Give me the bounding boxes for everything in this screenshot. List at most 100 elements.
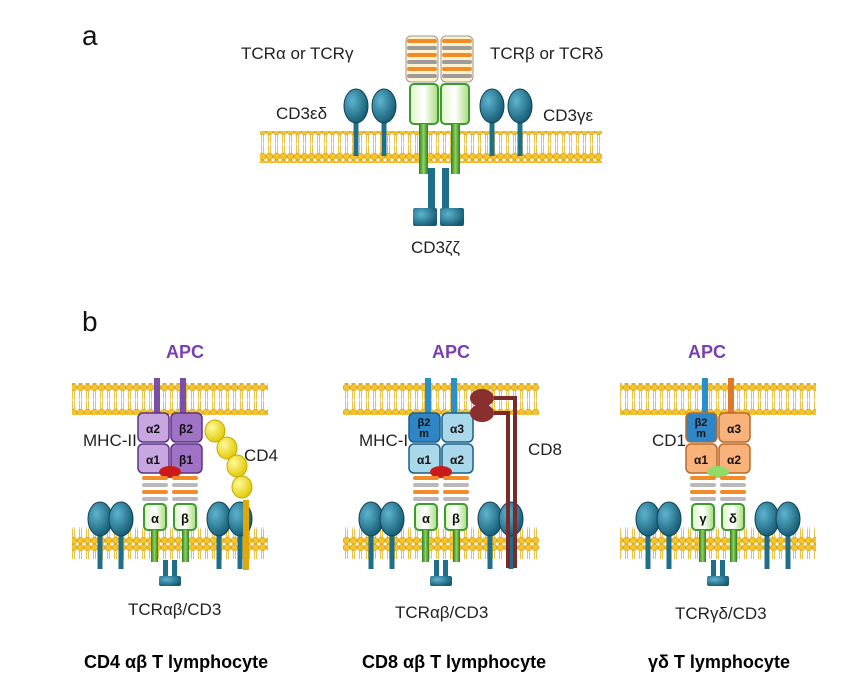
- tcr-variable-right-stripe: [442, 67, 472, 71]
- mhc-domain-cd4: [170, 412, 203, 443]
- cd3-oval-cd8: [498, 501, 524, 537]
- mhc-domain-cd4: [170, 443, 203, 474]
- cd3-oval-gd: [635, 501, 661, 537]
- tcr-chain-label-cd8: β: [452, 511, 460, 526]
- apc-membrane-cd4: [72, 383, 268, 415]
- cd3-zeta-tail-cd4: [159, 576, 181, 586]
- panel-a-letter: a: [82, 20, 98, 51]
- cd8-chain-b: [494, 411, 510, 568]
- mhc-domain-cd8: [441, 412, 474, 443]
- tcr-cd3-label-gd: TCRγδ/CD3: [675, 604, 767, 623]
- tcr-variable-left-cd4-stripe: [142, 497, 168, 501]
- tcr-tm-right-cd8: [453, 530, 460, 562]
- tcr-variable-left-stripe: [407, 67, 437, 71]
- cd3-oval-cd4-stalk: [237, 531, 243, 569]
- mhc-domain-label-cd4: α1: [146, 453, 160, 467]
- cd3-oval-cd8-stalk: [368, 531, 374, 569]
- tcr-variable-left-gd: [690, 476, 716, 501]
- tcr-variable-right-stripe: [442, 39, 472, 43]
- tcr-variable-left-gd-stripe: [690, 476, 716, 480]
- mhc-domain-label-gd: α3: [727, 422, 741, 436]
- cd4-stalk: [243, 500, 249, 570]
- tcr-variable-right-cd4: [172, 476, 198, 501]
- tcr-cd3-label-cd4: TCRαβ/CD3: [128, 600, 222, 619]
- cd3-epsilon-delta-label: CD3εδ: [276, 104, 328, 123]
- cd3-gamma-oval: [479, 88, 505, 124]
- cd3-gamma-oval-stalk: [489, 118, 495, 156]
- apc-membrane-gd: [620, 383, 816, 415]
- cd4-domain-bead: [231, 475, 253, 499]
- cd4-label: CD4: [244, 446, 279, 465]
- cd3-epsilon2-oval-stalk: [517, 118, 523, 156]
- cd3-zeta-stalk-cd4: [172, 560, 177, 582]
- cd3-oval-cd4-stalk: [118, 531, 124, 569]
- cd8-chain-a: [494, 396, 517, 568]
- mhc-anchor-right-cd4: [180, 378, 186, 414]
- mhc-domain-label-gd: β2: [695, 417, 708, 429]
- tcr-variable-right-stripe: [442, 53, 472, 57]
- tcr-variable-left-cd8-stripe: [413, 497, 439, 501]
- cd3-epsilon-oval: [343, 88, 369, 124]
- cd3-oval-cd8-stalk: [389, 531, 395, 569]
- tcr-constant-right: [440, 83, 470, 125]
- cd3-oval-gd-stalk: [645, 531, 651, 569]
- tcr-variable-right-stripe: [442, 74, 472, 78]
- cd3-zeta-zeta-label: CD3ζζ: [411, 238, 460, 257]
- mhc-domain-cd4: [137, 443, 170, 474]
- antigen-cd4: [159, 466, 181, 478]
- tcr-tm-right: [451, 124, 460, 174]
- cd3-zeta-tail-gd: [707, 576, 729, 586]
- mhc-domain-cd8: [408, 443, 441, 474]
- mhc-anchor-right-gd: [728, 378, 734, 414]
- cd3-zeta-stalk-cd8: [434, 560, 439, 582]
- cd8-head-top: [470, 389, 494, 407]
- mhc-anchor-left-cd8: [425, 378, 431, 414]
- tcr-variable-right-cd8: [443, 476, 469, 501]
- tcr-variable-left-stripe: [407, 60, 437, 64]
- cd1-label: CD1: [652, 431, 687, 450]
- tcr-tm-left-gd: [699, 530, 706, 562]
- cd8-label: CD8: [528, 440, 563, 459]
- tcr-variable-left-stripe: [407, 53, 437, 57]
- cd3-zeta-stalk-gd: [711, 560, 716, 582]
- tcr-variable-right-cd4-stripe: [172, 490, 198, 494]
- cd3-zeta-right-tail: [440, 208, 464, 226]
- cd3-oval-cd8-stalk: [508, 531, 514, 569]
- mhc-domain-cd8: [441, 443, 474, 474]
- cd3-oval-cd4: [108, 501, 134, 537]
- cd3-oval-cd8-stalk: [487, 531, 493, 569]
- caption-gd: γδ T lymphocyte: [648, 652, 790, 672]
- cd3-oval-cd8: [358, 501, 384, 537]
- cd3-zeta-left-stalk: [428, 168, 435, 212]
- tcr-variable-left-cd4: [142, 476, 168, 501]
- tcr-variable-left-cd8-stripe: [413, 483, 439, 487]
- cd3-epsilon2-oval: [507, 88, 533, 124]
- mhc-domain-label-cd8: α3: [450, 422, 464, 436]
- tcr-variable-left-gd-stripe: [690, 490, 716, 494]
- tcr-variable-right-cd8-stripe: [443, 497, 469, 501]
- cd3-oval-gd-stalk: [764, 531, 770, 569]
- cd3-oval-cd4: [87, 501, 113, 537]
- antigen-cd8: [430, 466, 452, 478]
- tcr-tm-left: [419, 124, 428, 174]
- tcr-variable-right-cd8-stripe: [443, 476, 469, 480]
- tcr-cd3-label-cd8: TCRαβ/CD3: [395, 603, 489, 622]
- caption-cd4: CD4 αβ T lymphocyte: [84, 652, 269, 672]
- cd3-oval-cd4-stalk: [216, 531, 222, 569]
- tcr-alpha-gamma-label: TCRα or TCRγ: [241, 44, 354, 63]
- mhc-domain-cd8: [408, 412, 441, 443]
- tcr-variable-right-stripe: [442, 46, 472, 50]
- cd3-zeta-right-stalk: [442, 168, 449, 212]
- mhc-domain-gd: [685, 412, 718, 443]
- cd3-zeta-stalk-gd: [720, 560, 725, 582]
- mhc-domain-label-gd: m: [696, 428, 706, 440]
- cd3-oval-cd8: [477, 501, 503, 537]
- tcr-chain-label-cd8: α: [422, 511, 430, 526]
- cd3-delta-oval-stalk: [381, 118, 387, 156]
- tcr-variable-right-stripe: [442, 60, 472, 64]
- tcr-variable-left-cd4-stripe: [142, 476, 168, 480]
- tcr-tm-left-cd4: [151, 530, 158, 562]
- tcr-variable-left-cd8: [413, 476, 439, 501]
- mhc-domain-label-cd8: α2: [450, 453, 464, 467]
